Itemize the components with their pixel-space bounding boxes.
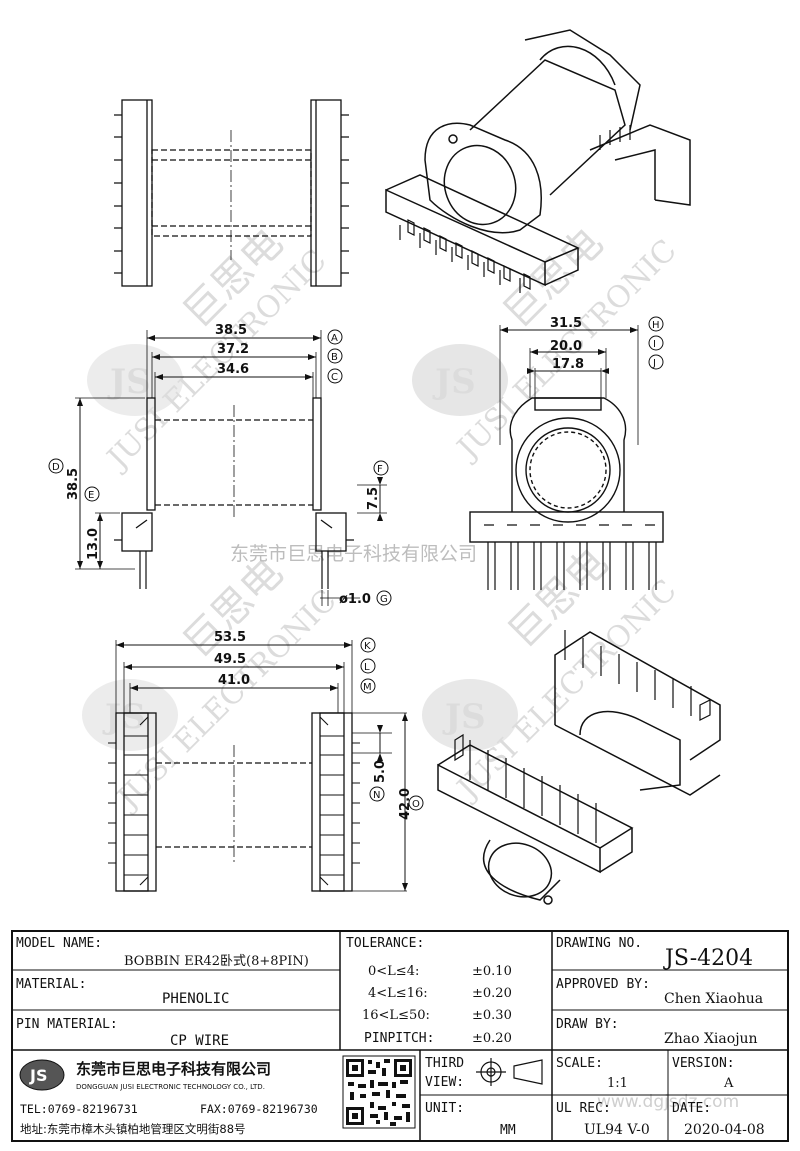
tag-A: A xyxy=(331,333,338,344)
end-view xyxy=(469,316,664,590)
company-tel: TEL:0769-82196731 xyxy=(20,1102,138,1116)
dim-N: 5.0 xyxy=(373,760,388,783)
dim-J: 17.8 xyxy=(552,357,584,372)
isometric-view-bottom xyxy=(437,630,721,905)
bottom-view xyxy=(108,637,424,892)
drawing-no-value: JS-4204 xyxy=(663,946,753,971)
tag-B: B xyxy=(331,352,338,363)
qr-code xyxy=(342,1055,416,1129)
tag-M: M xyxy=(363,682,372,693)
drawing-no-label: DRAWING NO. xyxy=(556,936,642,951)
company-name-cn: 东莞市巨思电子科技有限公司 xyxy=(76,1060,271,1078)
model-name-value: BOBBIN ER42卧式(8+8PIN) xyxy=(124,954,309,969)
top-left-view xyxy=(114,99,349,287)
unit-label: UNIT: xyxy=(425,1101,464,1116)
tolerance-value-1: ±0.20 xyxy=(472,986,512,1001)
date-label: DATE: xyxy=(672,1101,711,1116)
dim-O: 42.0 xyxy=(398,788,413,820)
third-angle-projection-icon xyxy=(476,1058,543,1086)
dim-I: 20.0 xyxy=(550,339,582,354)
material-value: PHENOLIC xyxy=(162,991,229,1007)
version-label: VERSION: xyxy=(672,1056,735,1071)
approved-by-label: APPROVED BY: xyxy=(556,977,650,992)
company-name-en: DONGGUAN JUSI ELECTRONIC TECHNOLOGY CO.,… xyxy=(76,1083,265,1091)
dim-F: 7.5 xyxy=(366,487,381,510)
dim-A: 38.5 xyxy=(215,323,247,338)
tag-F: F xyxy=(377,464,383,475)
tag-I: I xyxy=(653,339,656,350)
svg-text:JS: JS xyxy=(107,362,151,402)
dim-C: 34.6 xyxy=(217,362,249,377)
side-view-pins xyxy=(114,539,354,589)
third-view-label-2: VIEW: xyxy=(425,1075,464,1090)
dim-B: 37.2 xyxy=(217,342,249,357)
pin-material-value: CP WIRE xyxy=(170,1033,229,1049)
tag-L: L xyxy=(364,662,370,673)
bottom-view-dims: 53.5 K 49.5 L 41.0 M 5.0 N 42.0 O xyxy=(214,630,420,820)
end-view-pins xyxy=(484,524,657,590)
tag-G: G xyxy=(380,594,388,605)
tag-D: D xyxy=(52,462,60,473)
tag-E: E xyxy=(88,490,94,501)
side-view-dims: 38.5 A 37.2 B 34.6 C 38.5 D 13.0 E 7.5 F… xyxy=(52,323,388,607)
end-view-dims: 31.5 H 20.0 I 17.8 J xyxy=(550,316,660,372)
svg-text:JS: JS xyxy=(442,697,486,737)
dim-D: 38.5 xyxy=(66,468,81,500)
tolerance-value-3: ±0.20 xyxy=(472,1031,512,1046)
tolerance-range-0: 0<L≤4: xyxy=(368,964,419,979)
side-view xyxy=(48,329,392,606)
scale-value: 1:1 xyxy=(607,1076,628,1091)
svg-text:JS: JS xyxy=(432,362,476,402)
dim-M: 41.0 xyxy=(218,673,250,688)
material-label: MATERIAL: xyxy=(16,977,86,992)
company-address: 地址:东莞市樟木头镇柏地管理区文明街88号 xyxy=(20,1122,246,1136)
scale-label: SCALE: xyxy=(556,1056,603,1071)
bottom-view-pins xyxy=(108,716,360,886)
company-logo: JS xyxy=(19,1059,65,1091)
tolerance-value-0: ±0.10 xyxy=(472,964,512,979)
dim-E: 13.0 xyxy=(86,528,101,560)
tolerance-label: TOLERANCE: xyxy=(346,936,424,951)
tolerance-range-2: 16<L≤50: xyxy=(362,1008,430,1023)
title-block: MODEL NAME: BOBBIN ER42卧式(8+8PIN) MATERI… xyxy=(11,930,789,1142)
iso-bottom-pins xyxy=(454,630,711,843)
tag-K: K xyxy=(364,641,371,652)
dim-H: 31.5 xyxy=(550,316,582,331)
dim-L: 49.5 xyxy=(214,652,246,667)
watermark-company-cn: 东莞市巨思电子科技有限公司 xyxy=(230,543,477,565)
tolerance-range-1: 4<L≤16: xyxy=(368,986,428,1001)
ul-rec-label: UL REC: xyxy=(556,1101,611,1116)
dim-G: ø1.0 xyxy=(339,592,371,607)
unit-value: MM xyxy=(500,1123,516,1138)
third-view-label-1: THIRD xyxy=(425,1056,464,1071)
tolerance-value-2: ±0.30 xyxy=(472,1008,512,1023)
ul-rec-value: UL94 V-0 xyxy=(584,1122,650,1138)
tag-N: N xyxy=(373,790,380,801)
dim-K: 53.5 xyxy=(214,630,246,645)
draw-by-label: DRAW BY: xyxy=(556,1017,619,1032)
top-left-pins xyxy=(114,114,349,274)
company-fax: FAX:0769-82196730 xyxy=(200,1102,318,1116)
date-value: 2020-04-08 xyxy=(684,1122,765,1138)
approved-by-value: Chen Xiaohua xyxy=(664,991,763,1007)
tag-J: J xyxy=(652,358,656,369)
isometric-view-top xyxy=(385,29,691,293)
iso-top-pins xyxy=(399,125,631,293)
watermark-logo-top: JS xyxy=(412,344,508,416)
draw-by-value: Zhao Xiaojun xyxy=(664,1031,758,1047)
company-logo-text: JS xyxy=(29,1066,47,1085)
tag-O: O xyxy=(412,799,420,810)
model-name-label: MODEL NAME: xyxy=(16,936,102,951)
tag-H: H xyxy=(652,320,660,331)
pin-material-label: PIN MATERIAL: xyxy=(16,1017,118,1032)
tolerance-range-3: PINPITCH: xyxy=(364,1031,434,1046)
version-value: A xyxy=(723,1076,734,1091)
tag-C: C xyxy=(331,372,338,383)
watermark-logo-bottom: JS xyxy=(422,679,518,751)
